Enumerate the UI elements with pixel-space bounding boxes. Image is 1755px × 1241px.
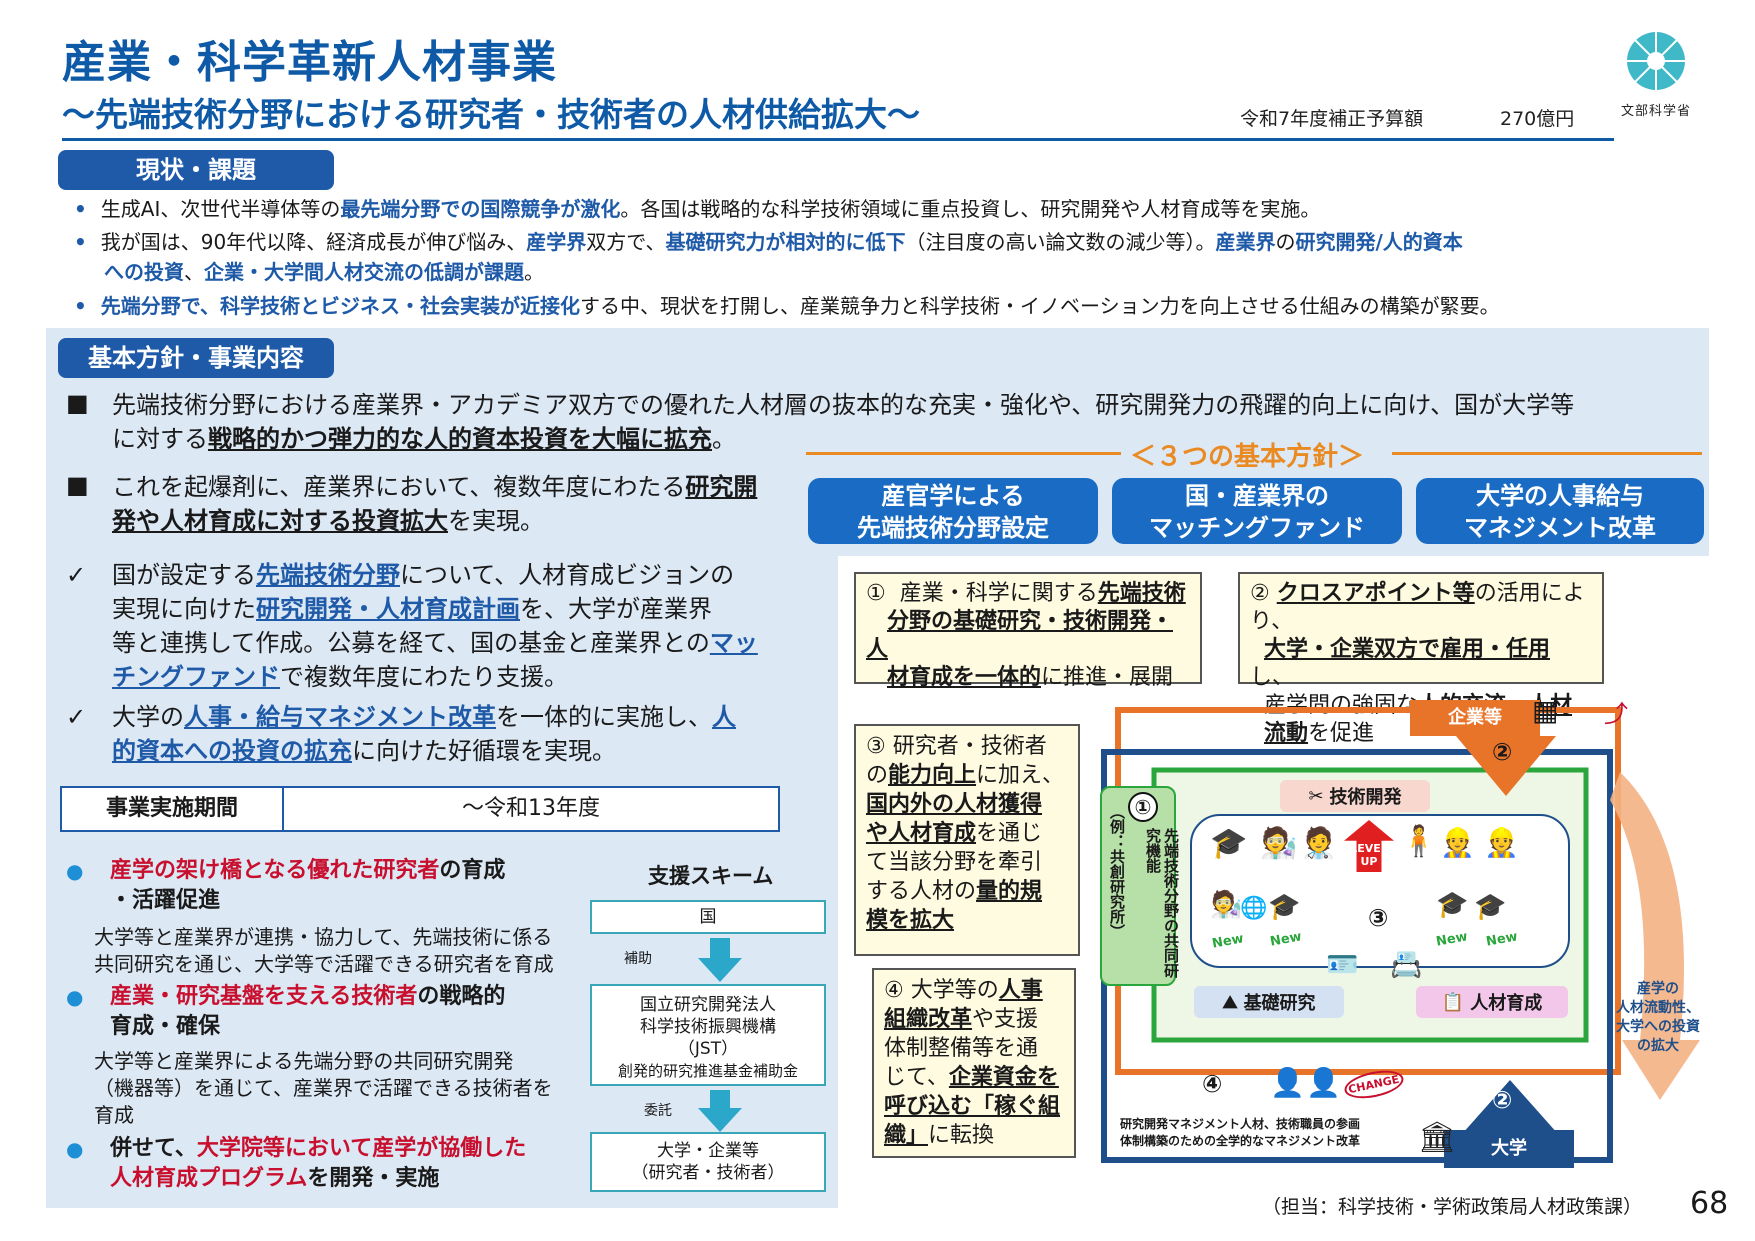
status-heading: 現状・課題 [58, 150, 334, 190]
scheme-arrow-label-consign: 委託 [644, 1103, 672, 1119]
three-policies-title: ＜３つの基本方針＞ [1130, 442, 1365, 472]
policy-para-1: ■ 先端技術分野における産業界・アカデミア双方での優れた人材層の抜本的な充実・強… [66, 388, 1706, 422]
checkmark-icon: ✓ [66, 703, 87, 731]
num-1-badge: ① [1128, 792, 1158, 822]
policy-box-2: ② クロスアポイント等の活用により、 大学・企業双方で雇用・任用し、 産学間の強… [1238, 572, 1604, 746]
new-graduate-icon-2: 🎓 [1436, 890, 1469, 920]
bullet-dot: • [74, 197, 87, 221]
ecosystem-diagram: 企業等 ▦ ⤴ ② ② 大学 🏛 ① 先端技術分野の共同研究機能 （例：共創研究… [1100, 694, 1708, 1180]
manager-icon-1: 👤 [1270, 1066, 1305, 1099]
company-tag: 企業等 [1410, 700, 1540, 736]
page-subtitle: ～先端技術分野における研究者・技術者の人材供給拡大～ [62, 95, 920, 134]
num-3-badge: ③ [1368, 904, 1389, 932]
page-title: 産業・科学革新人材事業 [62, 37, 557, 88]
researcher-icon: 🧑‍⚕️ [1300, 826, 1338, 861]
mountain-icon: ⛰ [1222, 991, 1238, 1013]
item-programs: ● 併せて、大学院等において産学が協働した人材育成プログラムを開発・実施 [66, 1136, 527, 1191]
scheme-box-university-company: 大学・企業等（研究者・技術者） [590, 1132, 826, 1192]
item-researchers: ● 産学の架け橋となる優れた研究者の育成・活躍促進 [66, 858, 506, 913]
arrow-num-2-top: ② [1492, 738, 1513, 766]
engineer-icon-1: 👷 [1440, 826, 1475, 859]
bullet-circle-icon: ● [66, 1137, 84, 1161]
bullet-circle-icon: ● [66, 859, 84, 883]
period-table: 事業実施期間 ～令和13年度 [60, 786, 780, 832]
badge-icon: 📇 [1390, 950, 1423, 980]
logo-text: 文部科学省 [1620, 104, 1691, 119]
policy-card-field-setting: 産官学による先端技術分野設定 [808, 478, 1098, 544]
num-4-badge: ④ [1202, 1070, 1223, 1098]
manager-icon-2: 👤 [1306, 1066, 1341, 1099]
id-card-icon: 🪪 [1326, 950, 1359, 980]
status-bullet-2: •我が国は、90年代以降、経済成長が伸び悩み、産学界双方で、基礎研究力が相対的に… [74, 230, 1463, 254]
tools-icon: ✂ [1308, 785, 1324, 807]
presentation-icon: 📋 [1441, 991, 1465, 1013]
co-research-label-example: （例：共創研究所） [1108, 804, 1126, 939]
item-researchers-desc: 大学等と産業界が連携・協力して、先端技術に係る共同研究を通じ、大学等で活躍できる… [94, 925, 554, 976]
period-value: ～令和13年度 [462, 796, 600, 821]
policy-box-3: ③ 研究者・技術者 の能力向上に加え、 国内外の人材獲得 や人材育成を通じ て当… [854, 724, 1080, 956]
stairs-up-icon: ⤴ [1604, 700, 1628, 728]
new-graduate-icon: 🎓 [1268, 892, 1301, 922]
ministry-logo: 文部科学省 [1616, 30, 1696, 119]
university-tag: 大学 [1444, 1130, 1574, 1168]
header-rule [62, 138, 1614, 141]
policy-para-1-cont: に対する戦略的かつ弾力的な人的資本投資を大幅に拡充。 [112, 425, 736, 453]
bullet-dot: • [74, 230, 87, 254]
arrow-down-icon [698, 938, 742, 982]
tech-dev-label: ✂技術開発 [1280, 780, 1430, 812]
worker-icon: 🧍 [1400, 824, 1438, 859]
footer-owner: （担当：科学技術・学術政策局人材政策課） [1262, 1196, 1643, 1218]
check-item-2: ✓ 大学の人事・給与マネジメント改革を一体的に実施し、人 的資本への投資の拡充に… [66, 700, 786, 768]
hr-dev-label: 📋人材育成 [1416, 986, 1568, 1018]
policy-box-1: ① 産業・科学に関する先端技術 分野の基礎研究・技術開発・人 材育成を一体的に推… [854, 572, 1202, 690]
policy-box-4: ④ 大学等の人事 組織改革や支援 体制整備等を通 じて、企業資金を 呼び込む「稼… [872, 968, 1076, 1158]
scheme-title: 支援スキーム [648, 864, 774, 888]
scheme-arrow-label-subsidy: 補助 [624, 951, 652, 967]
square-bullet-icon: ■ [66, 389, 89, 417]
arrow-down-icon [698, 1090, 742, 1132]
new-scientist-icon: 🧑‍🔬 [1210, 890, 1243, 920]
blue-arrow-up-icon [1462, 1080, 1558, 1134]
budget-label: 令和7年度補正予算額 [1240, 108, 1424, 130]
period-label: 事業実施期間 [62, 788, 284, 830]
budget-value: 270億円 [1500, 108, 1575, 130]
bullet-circle-icon: ● [66, 985, 84, 1009]
side-caption: 産学の人材流動性、大学への投資の拡大 [1616, 981, 1700, 1054]
policy-card-hr-reform: 大学の人事給与マネジメント改革 [1416, 478, 1704, 544]
square-bullet-icon: ■ [66, 471, 89, 499]
item-engineers-desc: 大学等と産業界による先端分野の共同研究開発（機器等）を通じて、産業界で活躍できる… [94, 1049, 553, 1127]
scheme-box-jst: 国立研究開発法人科学技術振興機構（JST）創発的研究推進基金補助金 [590, 984, 826, 1086]
mgmt-caption: 研究開発マネジメント人材、技術職員の参画体制構築のための全学的なマネジメント改革 [1120, 1117, 1361, 1148]
new-graduate-icon-3: 🎓 [1474, 892, 1507, 922]
bullet-dot: • [74, 294, 87, 318]
scientist-icon: 🧑‍🔬 [1260, 826, 1298, 861]
co-research-label-main: 先端技術分野の共同研究機能 [1144, 828, 1180, 978]
orange-arrow-down-icon [1456, 736, 1556, 796]
check-item-1: ✓ 国が設定する先端技術分野について、人材育成ビジョンの 実現に向けた研究開発・… [66, 558, 786, 694]
engineer-icon-2: 👷 [1484, 826, 1519, 859]
scheme-box-government: 国 [590, 900, 826, 934]
status-bullet-2-cont: への投資、企業・大学間人材交流の低調が課題。 [104, 260, 544, 284]
co-research-label: ① 先端技術分野の共同研究機能 （例：共創研究所） [1100, 786, 1180, 986]
basic-research-label: ⛰基礎研究 [1194, 986, 1344, 1018]
arrow-num-2-bottom: ② [1492, 1086, 1513, 1114]
policy-card-matching-fund: 国・産業界のマッチングファンド [1112, 478, 1402, 544]
page-number: 68 [1690, 1186, 1729, 1221]
ministry-emblem-icon [1627, 32, 1685, 90]
status-bullet-3: •先端分野で、科学技術とビジネス・社会実装が近接化する中、現状を打開し、産業競争… [74, 294, 1500, 318]
policy-heading: 基本方針・事業内容 [58, 338, 334, 378]
policy-rule-right [1392, 452, 1702, 455]
building-icon: ▦ [1532, 694, 1559, 727]
globe-icon: 🌐 [1240, 896, 1268, 921]
policy-rule-left [806, 452, 1121, 455]
checkmark-icon: ✓ [66, 561, 87, 589]
policy-panel-left [46, 556, 838, 1208]
item-engineers: ● 産業・研究基盤を支える技術者の戦略的育成・確保 [66, 984, 506, 1039]
status-bullet-1: •生成AI、次世代半導体等の最先端分野での国際競争が激化。各国は戦略的な科学技術… [74, 197, 1321, 221]
graduate-icon: 🎓 [1210, 826, 1248, 861]
university-building-icon: 🏛 [1418, 1120, 1457, 1155]
policy-para-2: ■ これを起爆剤に、産業界において、複数年度にわたる研究開発や人材育成に対する投… [66, 470, 806, 538]
